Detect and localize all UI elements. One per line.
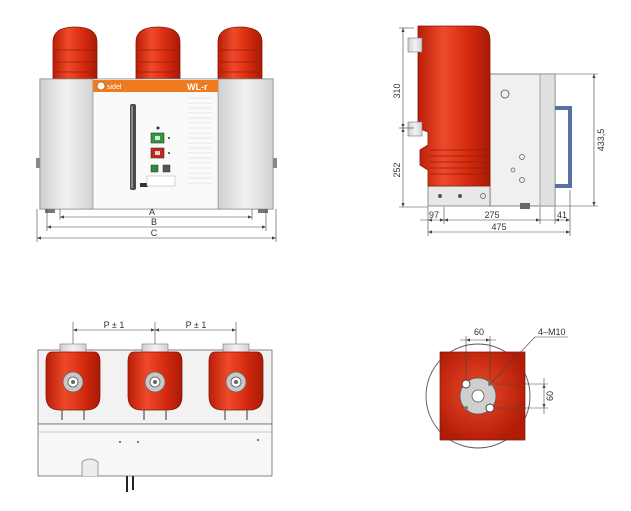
dim-310-label: 310 [392,83,402,98]
chassis-hole-4 [519,177,525,183]
dim-97-label: 97 [429,210,439,220]
close-button-center [155,136,160,140]
pitch-dimensions [72,322,237,344]
pitch-right-label: P ± 1 [186,320,207,330]
lower-terminal [407,121,423,137]
bolt-spec-label: 4–M10 [538,327,566,337]
detail-dim-vertical-label: 60 [545,391,555,401]
brand-header [93,80,218,92]
side-latch-right [273,158,277,168]
bracket-bolt-1 [438,194,442,198]
chassis-cable-2 [132,476,134,490]
vent-grille [188,97,212,184]
top-pole-middle [127,343,183,420]
foot-left [45,209,55,213]
side-vertical-dimensions [399,27,598,208]
charging-handle-highlight [131,106,133,188]
chassis-hole-5 [480,193,486,199]
housing-right-panel [217,78,274,210]
pole-ribs [430,149,488,175]
brand-logo-icon [96,81,106,91]
detail-arrows [466,338,546,408]
dim-a-label: A [149,207,155,217]
chassis-mark-2 [137,441,139,443]
model-label: WL-r [187,82,208,92]
detail-dimensions [460,336,568,414]
control-panel [92,78,219,210]
dim-41-label: 41 [557,210,567,220]
counter-window [150,164,159,173]
pitch-arrows [73,328,236,332]
bolt-hole-top-left [461,379,471,389]
chassis-notch [81,458,99,476]
front-dimension-arrows [37,215,276,240]
dim-b-label: B [151,217,157,227]
chassis-mark-3 [257,439,259,441]
side-view: 310 252 433,5 97 275 41 475 [392,25,606,236]
front-dimensions [36,209,277,242]
dim-475-label: 475 [491,222,506,232]
housing-left-panel [39,78,94,210]
top-pole-left [45,343,101,420]
terminal-detail: 60 60 4–M10 [425,327,568,452]
insulator-cap-right [217,26,263,80]
dim-c-label: C [151,228,158,238]
dim-252-label: 252 [392,162,402,177]
pitch-left-label: P ± 1 [104,320,125,330]
open-button-center [155,151,160,155]
side-latch-left [36,158,40,168]
upper-terminal [407,37,423,53]
top-view: P ± 1 P ± 1 [37,320,273,492]
side-wheel [520,203,530,209]
top-chassis [37,423,273,477]
open-indicator-dot [168,152,170,154]
bolt-hole-bottom-right [485,403,495,413]
side-horizontal-arrows [428,218,570,234]
label-plate [146,175,176,187]
pole-insulator-body [417,25,491,187]
side-vertical-arrows [401,28,596,207]
brand-text: sidel [107,84,122,91]
bracket-bolt-2 [458,194,462,198]
dim-433-5-label: 433,5 [596,129,606,152]
insulator-cap-middle [135,26,181,80]
chassis-cable [126,476,128,492]
detail-dim-horizontal-label: 60 [474,327,484,337]
top-pole-right [208,343,264,420]
chassis-hole-1 [500,89,510,99]
indicator-dot [156,126,160,130]
chassis-mark-1 [119,441,121,443]
detail-outer-ring [425,343,531,449]
bolt-hole-bottom-left [464,406,468,410]
insulator-cap-left [52,26,98,80]
front-view: sidel WL-r [36,26,277,242]
dim-275-label: 275 [484,210,499,220]
detail-center-hole [471,389,485,403]
handle-base [140,183,148,187]
chassis-hole-2 [519,154,525,160]
foot-right [258,209,268,213]
side-chassis-panel [539,73,556,207]
side-handle [555,106,572,188]
chassis-hole-3 [510,167,516,173]
close-indicator-dot [168,137,170,139]
status-window [162,164,171,173]
